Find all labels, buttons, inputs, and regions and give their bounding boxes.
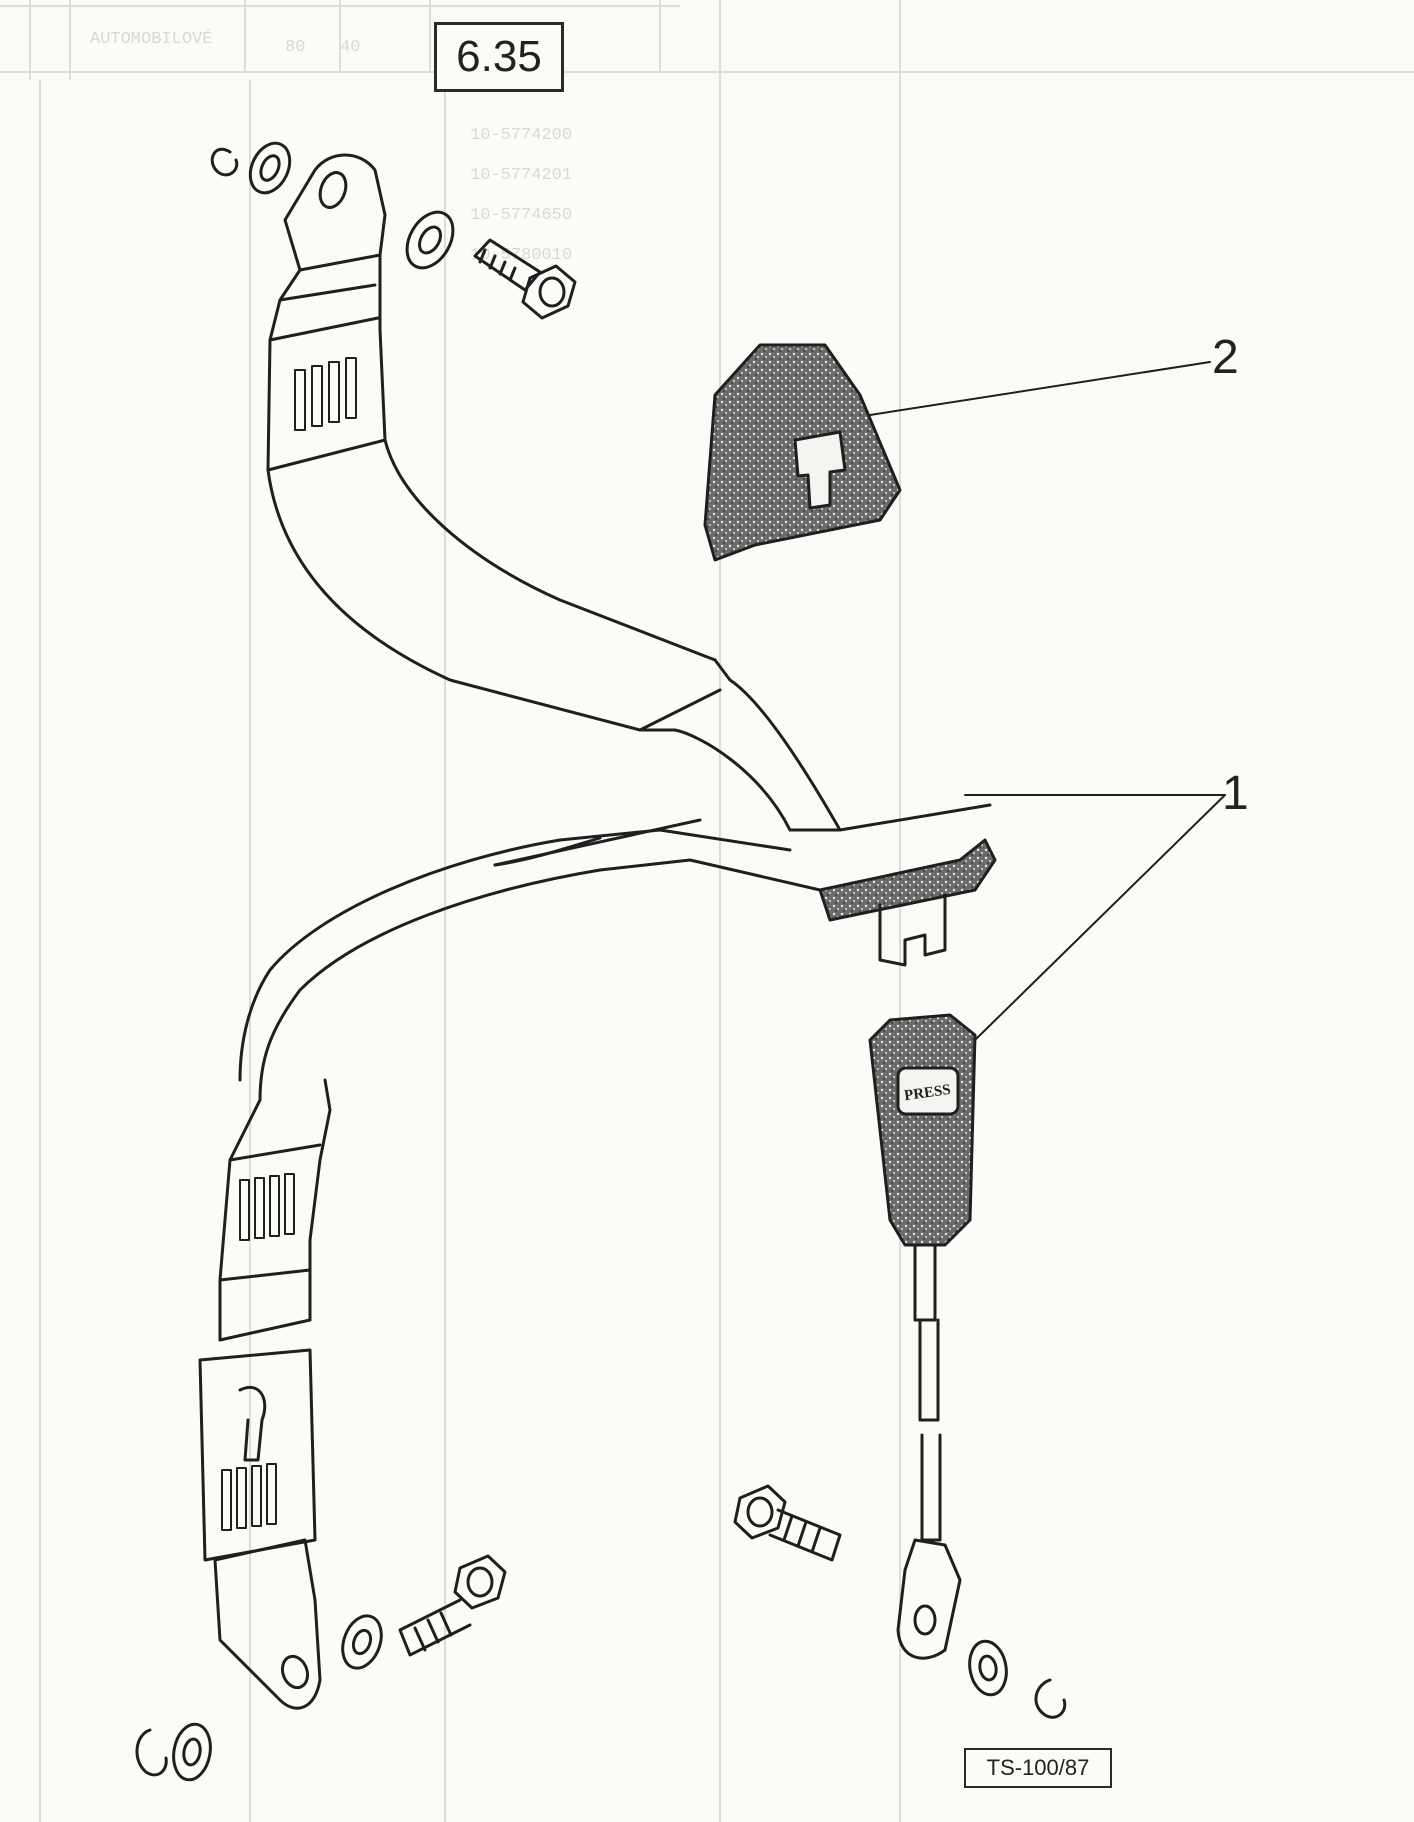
top-circlip-icon <box>210 148 239 177</box>
lower-left-washer-icon <box>341 1614 383 1670</box>
top-spacer-washer-icon <box>405 210 455 270</box>
lower-right-circlip-icon <box>1034 1678 1067 1719</box>
top-washer-icon <box>248 141 292 195</box>
lower-left-circlip-icon <box>135 1728 168 1777</box>
belt-tongue-plate <box>818 838 997 967</box>
lower-left-spacer-icon <box>172 1722 212 1782</box>
faded-table-value: 40 <box>340 38 361 57</box>
lower-anchor-plate <box>213 1538 322 1710</box>
drawing-reference-box: TS-100/87 <box>964 1748 1112 1788</box>
faded-part-number: 10-5774200 <box>470 126 573 145</box>
callout-leader-lines <box>869 361 1226 1041</box>
plate-number-box: 6.35 <box>434 22 564 92</box>
trim-cover-part <box>703 343 902 562</box>
upper-anchor-plate <box>283 153 387 272</box>
lower-right-bolt-icon <box>733 1484 842 1562</box>
faded-table-value: 80 <box>285 38 306 57</box>
top-bolt-icon <box>473 238 577 320</box>
faded-part-number: 10-5774201 <box>470 166 573 185</box>
buckle-press-label: PRESS <box>903 1082 951 1104</box>
faded-part-number: 10-5774650 <box>470 206 573 225</box>
lap-belt-adjuster <box>198 1348 317 1562</box>
buckle-anchor-plate <box>896 1538 962 1660</box>
buckle-body <box>868 1013 977 1247</box>
callout-part-1: 1 <box>1222 767 1249 820</box>
faded-table-label: AUTOMOBILOVÉ <box>90 30 213 49</box>
faded-part-number: 10-5780010 <box>470 246 573 265</box>
callout-part-2: 2 <box>1212 331 1239 384</box>
shoulder-belt-webbing <box>266 253 722 732</box>
lower-right-washer-icon <box>968 1639 1008 1697</box>
lap-belt-webbing <box>218 818 822 1342</box>
buckle-cable <box>913 1243 942 1542</box>
belt-tongue-section <box>638 658 992 832</box>
lower-left-bolt-icon <box>398 1554 507 1657</box>
